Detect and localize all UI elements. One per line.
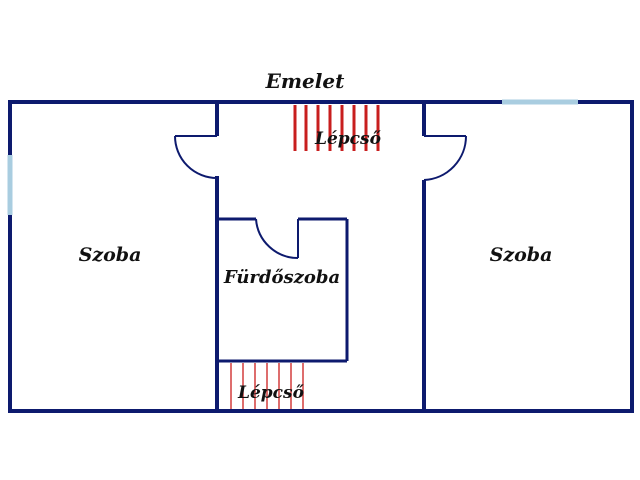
bathroom-walls (217, 217, 349, 363)
stairs-bottom (230, 363, 304, 409)
room-label-left: Szoba (79, 244, 142, 266)
plan-title: Emelet (265, 69, 345, 93)
stairs-label-top: Lépcső (314, 129, 382, 149)
room-label-bathroom: Fürdőszoba (223, 267, 340, 288)
door-swings (174, 135, 468, 260)
stairs-label-bottom: Lépcső (237, 383, 305, 403)
outer-wall (8, 100, 634, 413)
stairs-top (293, 105, 380, 151)
room-label-right: Szoba (490, 244, 553, 266)
interior-walls (215, 102, 426, 411)
